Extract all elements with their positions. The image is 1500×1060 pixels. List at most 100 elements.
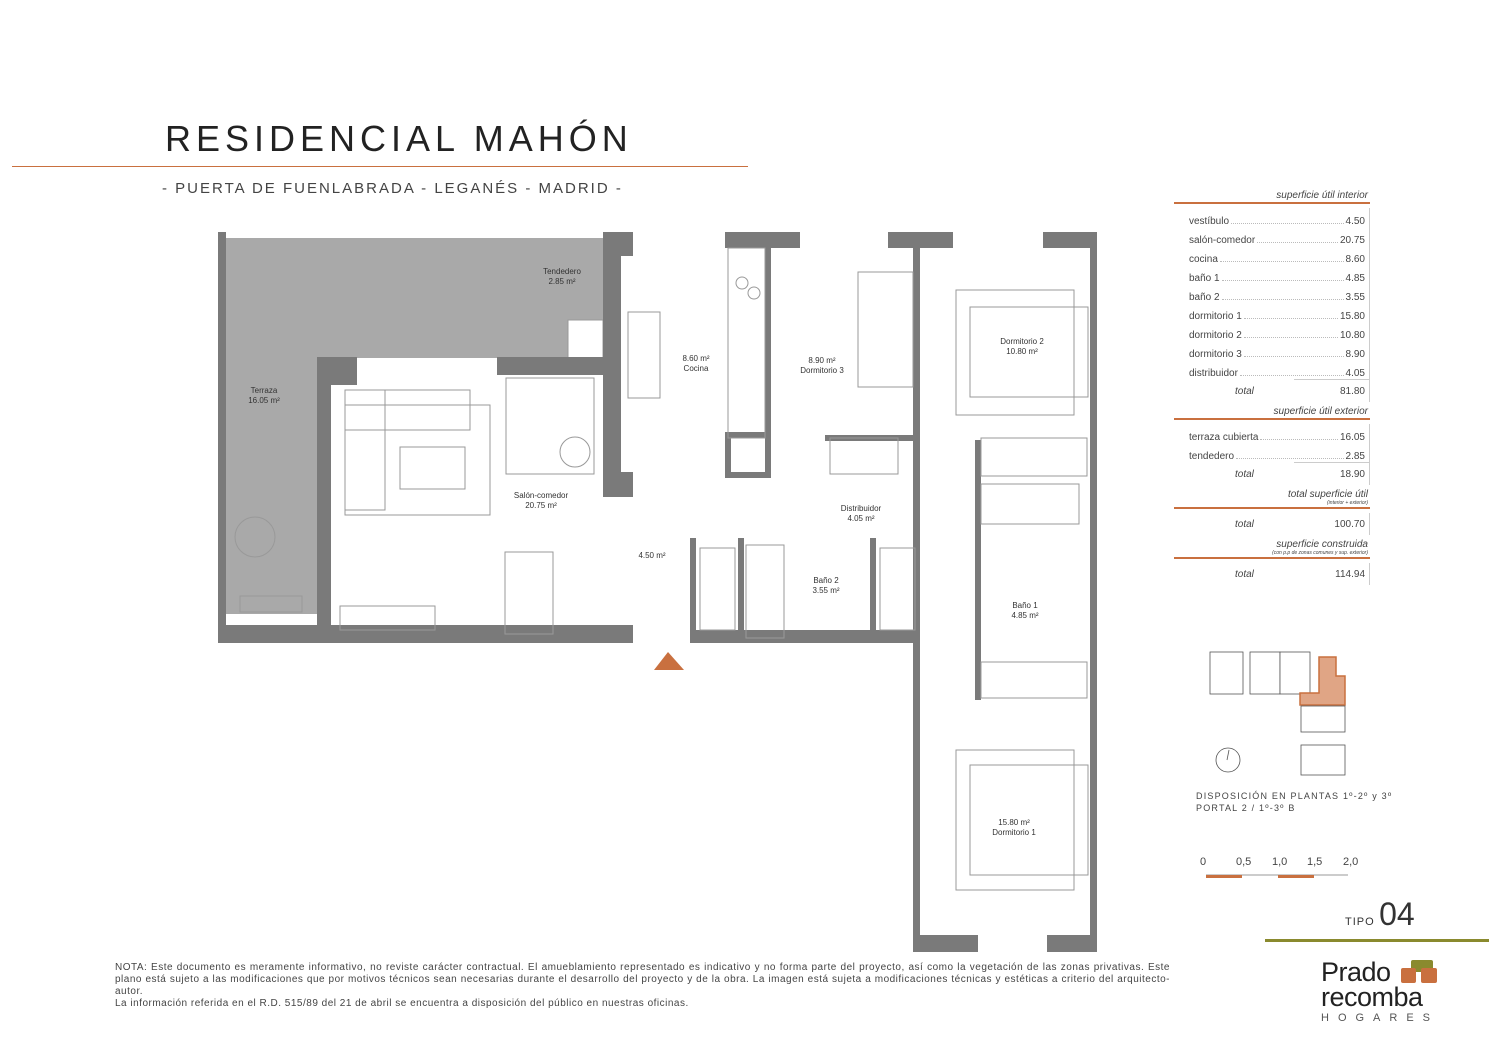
divider [1174, 557, 1370, 559]
note-line: La información referida en el R.D. 515/8… [115, 998, 689, 1009]
furniture [234, 247, 1089, 891]
entrance-marker-icon [654, 652, 684, 670]
divider [1294, 462, 1370, 463]
interior-total-row: total 81.80 [1174, 380, 1370, 402]
portal-line: PORTAL 2 / 1º-3º B [1196, 803, 1296, 813]
divider [1294, 379, 1370, 380]
row-value: 4.05 [1345, 368, 1365, 379]
tipo-text: TIPO [1345, 916, 1375, 928]
row-label: distribuidor [1189, 368, 1238, 379]
note-line: NOTA: Este documento es meramente inform… [115, 962, 1170, 997]
construida-total-row: total 114.94 [1174, 563, 1370, 585]
page-subtitle: - PUERTA DE FUENLABRADA - LEGANÉS - MADR… [162, 180, 623, 197]
walls [218, 232, 1097, 952]
disposition-text: DISPOSICIÓN EN PLANTAS 1º-2º y 3º PORTAL … [1196, 790, 1392, 814]
total-label: total [1235, 385, 1254, 397]
tendedero-floor [226, 238, 603, 358]
row-label: dormitorio 1 [1189, 311, 1242, 322]
leader-dots [1231, 223, 1344, 224]
logo-line: Prado [1321, 957, 1391, 987]
scale-tick: 1,0 [1272, 856, 1288, 868]
row-value: 4.50 [1345, 216, 1365, 227]
prado-recomba-logo: Prado recomba HOGARES [1321, 957, 1439, 1024]
logo-blocks-icon [1401, 960, 1437, 983]
interior-heading: superficie útil interior [1276, 190, 1368, 201]
row-value: 20.75 [1339, 235, 1365, 246]
row-value: 15.80 [1339, 311, 1365, 322]
divider [1174, 202, 1370, 204]
exterior-total-row: total 18.90 [1174, 463, 1370, 485]
row-value: 8.60 [1345, 254, 1365, 265]
leader-dots [1257, 242, 1338, 243]
leader-dots [1221, 280, 1344, 281]
row-label: terraza cubierta [1189, 432, 1259, 443]
total-label: total [1235, 568, 1254, 580]
row-label: baño 1 [1189, 273, 1220, 284]
surface-row: dormitorio 2 10.80 [1174, 322, 1370, 341]
total-value: 100.70 [1334, 518, 1365, 530]
row-label: baño 2 [1189, 292, 1220, 303]
column [567, 319, 604, 359]
row-label: cocina [1189, 254, 1218, 265]
leader-dots [1243, 318, 1338, 319]
surface-row: tendedero 2.85 [1174, 443, 1370, 462]
disposition-line: DISPOSICIÓN EN PLANTAS 1º-2º y 3º [1196, 791, 1393, 801]
divider [1174, 507, 1370, 509]
row-label: vestíbulo [1189, 216, 1230, 227]
scale-tick: 2,0 [1343, 856, 1359, 868]
title-divider [12, 166, 748, 167]
location-keyplan [1209, 651, 1346, 776]
total-value: 81.80 [1339, 385, 1365, 397]
scale-bar [1206, 874, 1348, 878]
surface-row: dormitorio 1 15.80 [1174, 303, 1370, 322]
leader-dots [1243, 337, 1338, 338]
util-heading: total superficie útil [1287, 489, 1368, 500]
surface-row: vestíbulo 4.50 [1174, 208, 1370, 227]
scale-tick: 0 [1200, 856, 1207, 868]
leader-dots [1221, 299, 1344, 300]
leader-dots [1260, 439, 1338, 440]
row-value: 3.55 [1345, 292, 1365, 303]
row-value: 2.85 [1345, 451, 1365, 462]
tipo-number: 04 [1379, 896, 1415, 932]
total-label: total [1235, 468, 1254, 480]
olive-divider [1265, 939, 1489, 942]
leader-dots [1239, 375, 1344, 376]
leader-dots [1219, 261, 1344, 262]
logo-line: recomba [1321, 982, 1423, 1012]
row-value: 16.05 [1339, 432, 1365, 443]
surface-row: baño 2 3.55 [1174, 284, 1370, 303]
scale-tick: 1,5 [1307, 856, 1323, 868]
total-value: 114.94 [1335, 568, 1365, 580]
row-value: 8.90 [1345, 349, 1365, 360]
util-subheading: (interior + exterior) [1327, 500, 1368, 506]
row-value: 10.80 [1339, 330, 1365, 341]
row-value: 4.85 [1345, 273, 1365, 284]
total-value: 18.90 [1339, 468, 1365, 480]
tipo-label: TIPO 04 [1345, 896, 1415, 933]
row-label: dormitorio 2 [1189, 330, 1242, 341]
construida-subheading: (con p.p de zonas comunes y sup. exterio… [1272, 550, 1368, 556]
surface-row: cocina 8.60 [1174, 246, 1370, 265]
surface-row: distribuidor 4.05 [1174, 360, 1370, 379]
leader-dots [1236, 458, 1344, 459]
divider [1174, 418, 1370, 420]
page-title: RESIDENCIAL MAHÓN [165, 118, 633, 159]
exterior-heading: superficie útil exterior [1273, 406, 1368, 417]
room-label-vestibulo: 4.50 m² [638, 551, 666, 560]
terrace-floor [226, 358, 318, 614]
row-label: tendedero [1189, 451, 1235, 462]
